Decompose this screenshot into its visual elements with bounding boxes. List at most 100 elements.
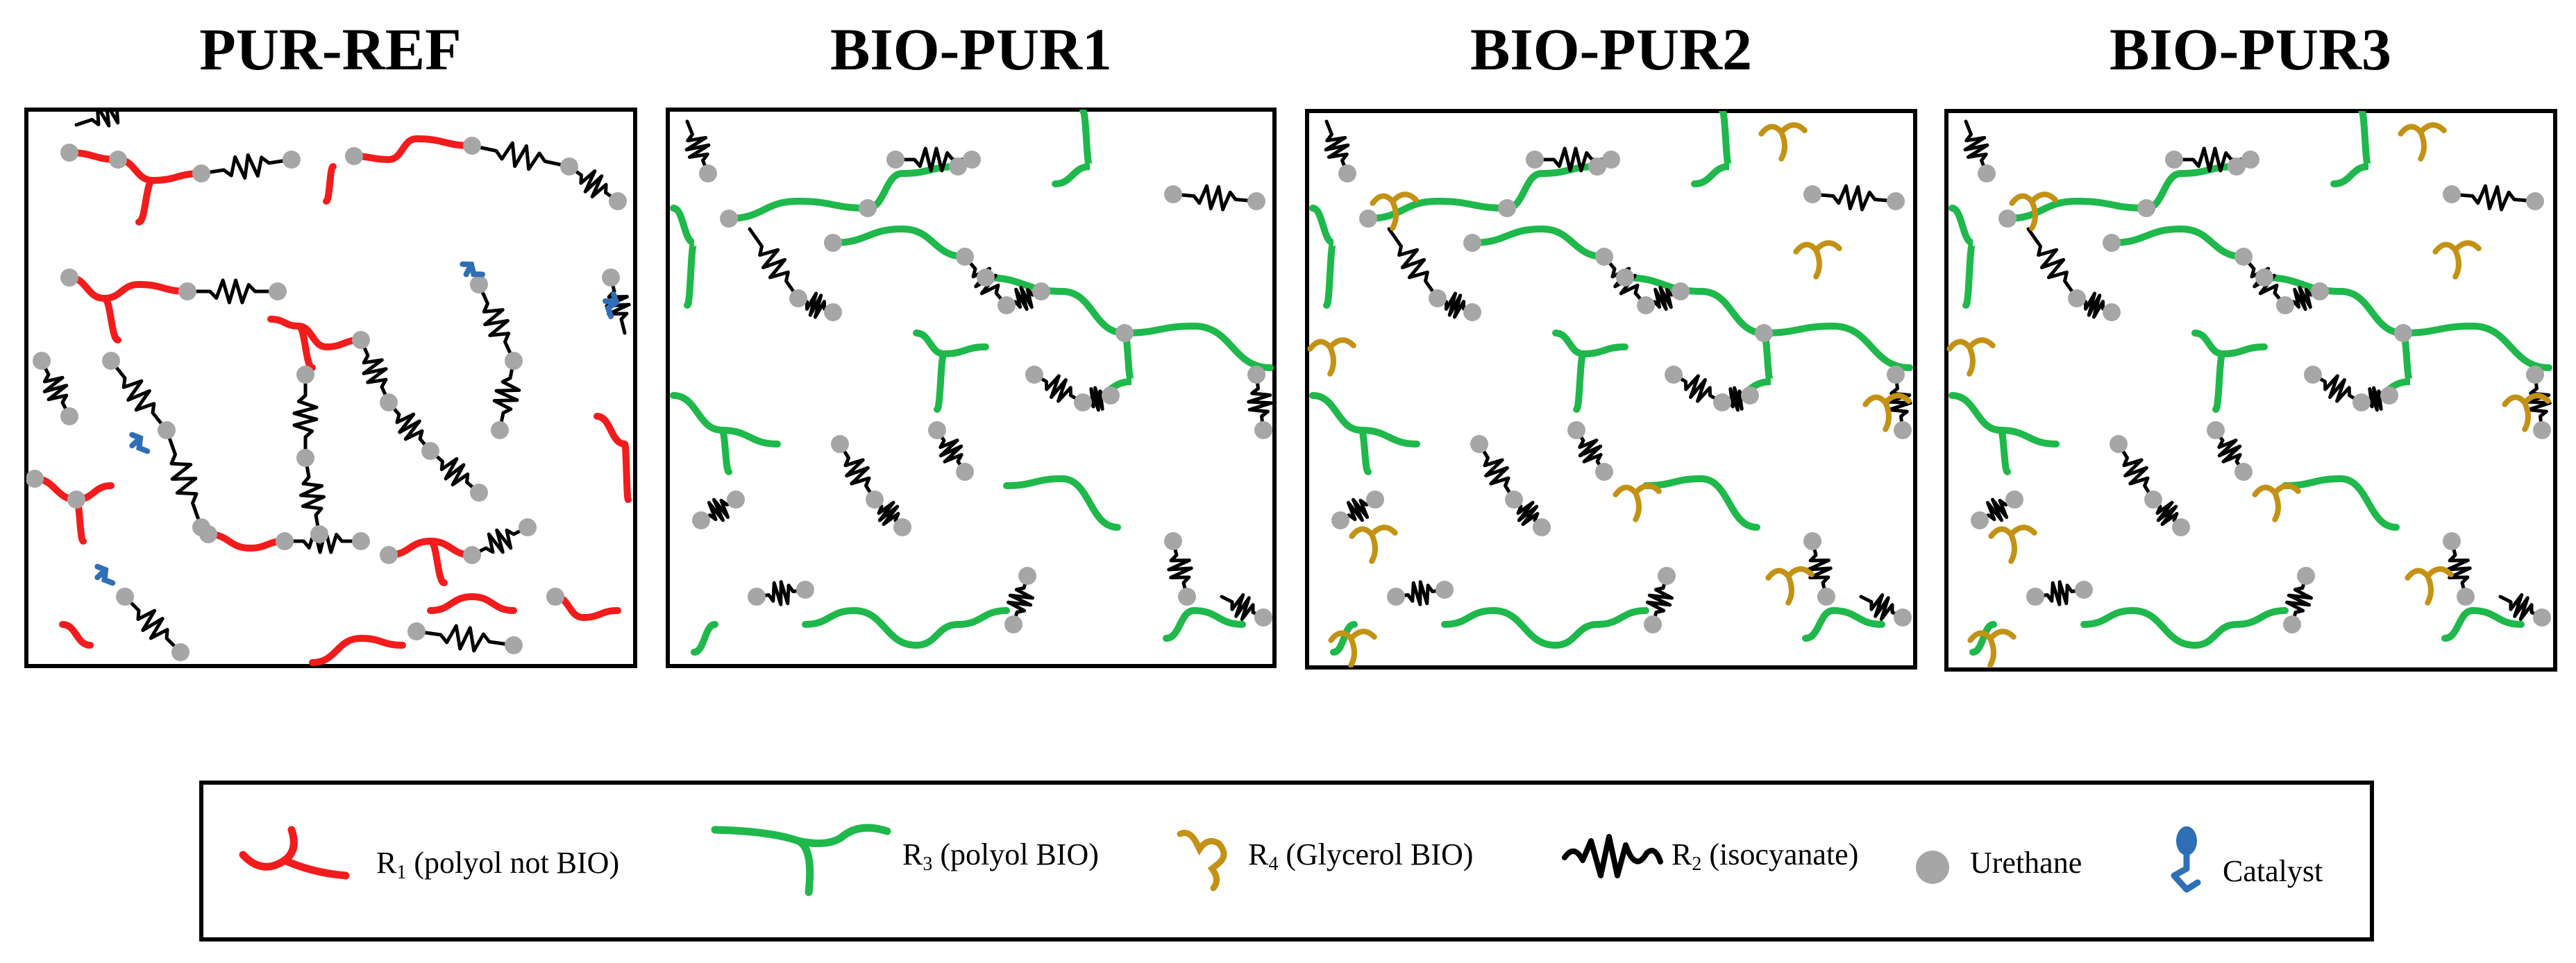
urethane-node (2026, 588, 2044, 606)
urethane-node (748, 588, 766, 606)
urethane-node (296, 449, 314, 467)
polyol-not-bio-segment (59, 621, 94, 649)
glycerol-segment (1307, 337, 1356, 377)
legend-label-glycerol-bio: R4 (Glycerol BIO) (1248, 837, 1473, 875)
urethane-node (1018, 567, 1036, 585)
isocyanate-segment (1032, 373, 1085, 404)
urethane-node (2526, 192, 2544, 210)
polyol-bio-segment (2212, 350, 2226, 413)
urethane-node (26, 470, 44, 488)
polyol-not-bio-segment (66, 149, 205, 185)
urethane-node (1032, 282, 1050, 300)
urethane-node (2311, 282, 2329, 300)
isocyanate-segment (199, 153, 294, 180)
isocyanate-segment (1338, 497, 1377, 522)
urethane-node (2110, 435, 2128, 453)
urethane-node (352, 532, 370, 550)
urethane-node (1595, 248, 1613, 266)
isocyanate-segment (873, 497, 904, 529)
urethane-node (1505, 491, 1523, 509)
isocyanate-segment (684, 119, 711, 176)
polyol-bio-segment (913, 607, 1010, 649)
glycerol-segment (2502, 393, 2551, 432)
isocyanate-segment (40, 359, 71, 418)
isocyanate-segment (1477, 442, 1516, 502)
polyol-bio-segment (1163, 606, 1246, 642)
urethane-node (102, 352, 120, 370)
urethane-node (158, 421, 176, 439)
polyol-bio-segment (2191, 607, 2289, 649)
glycerol-segment (1370, 191, 1419, 231)
isocyanate-segment (2151, 497, 2183, 529)
urethane-node (1978, 164, 1996, 182)
urethane-node (199, 525, 217, 543)
glycerol-segment (2432, 240, 2482, 280)
urethane-node (2380, 386, 2398, 404)
catalyst-marker (94, 563, 116, 586)
polyol-bio-segment (1330, 621, 1358, 656)
urethane-node (609, 192, 627, 210)
urethane-node (283, 151, 301, 169)
isocyanate-segment (1394, 580, 1447, 606)
urethane-node (1359, 210, 1377, 228)
isocyanate-segment (477, 282, 516, 363)
urethane-node (276, 532, 294, 550)
legend-item-urethane: Urethane (1916, 846, 2082, 884)
isocyanate-segment (2214, 428, 2246, 474)
network-bio-pur3 (1946, 111, 2552, 668)
isocyanate-segment (470, 141, 571, 171)
urethane-node (2304, 366, 2322, 384)
urethane-node (928, 421, 946, 439)
catalyst-stroke (129, 432, 151, 454)
polyol-bio-segment (1948, 205, 1976, 309)
urethane-node (1178, 588, 1196, 606)
isocyanate-segment (1324, 119, 1350, 176)
urethane-node (956, 248, 974, 266)
polyol-not-bio-segment (66, 274, 191, 302)
urethane-node (1247, 192, 1265, 210)
urethane-node (893, 518, 911, 536)
urethane-node (1254, 608, 1272, 627)
isocyanate-segment (2075, 291, 2114, 319)
polyol-bio-segment (2143, 163, 2240, 212)
glycerol-segment (2398, 122, 2447, 162)
isocyanate-segment (1806, 539, 1833, 599)
urethane-node (2241, 151, 2259, 169)
urethane-node (602, 269, 620, 287)
urethane-node (2533, 608, 2551, 627)
isocyanate-segment (1644, 285, 1683, 312)
isocyanate-segment (838, 442, 877, 502)
urethane-node (1616, 269, 1634, 287)
urethane-node (1658, 567, 1676, 585)
glycerol-segment (1946, 337, 1996, 377)
catalyst-stroke (460, 261, 486, 278)
urethane-node (269, 282, 287, 300)
isocyanate-segment (2450, 184, 2537, 212)
isocyanate-segment (299, 456, 326, 536)
polyol-not-bio-segment (594, 413, 632, 503)
urethane-node (1971, 511, 1989, 529)
polyol-bio-icon (711, 824, 891, 896)
urethane-node (1338, 164, 1356, 182)
urethane-node (178, 282, 196, 300)
polyol-bio-segment (1997, 427, 2011, 475)
polyol-bio-segment (691, 621, 718, 656)
urethane-node (1387, 588, 1405, 606)
polyol-not-bio-segment (323, 163, 337, 205)
urethane-node (1463, 303, 1481, 321)
urethane-node (699, 164, 717, 182)
urethane-node (109, 151, 127, 169)
glycerol-segment (1328, 629, 1377, 667)
urethane-node (1887, 192, 1905, 210)
isocyanate-segment (1167, 539, 1193, 599)
urethane-node (1025, 366, 1043, 384)
urethane-node (2526, 366, 2544, 384)
urethane-node (505, 636, 523, 654)
glycerol-segment (2252, 483, 2301, 522)
urethane-node (2207, 421, 2225, 439)
urethane-node (2457, 588, 2475, 606)
urethane-node (1595, 463, 1613, 481)
urethane-node (1247, 366, 1265, 384)
isocyanate-segment (2498, 593, 2544, 622)
isocyanate-segment (2116, 442, 2155, 502)
